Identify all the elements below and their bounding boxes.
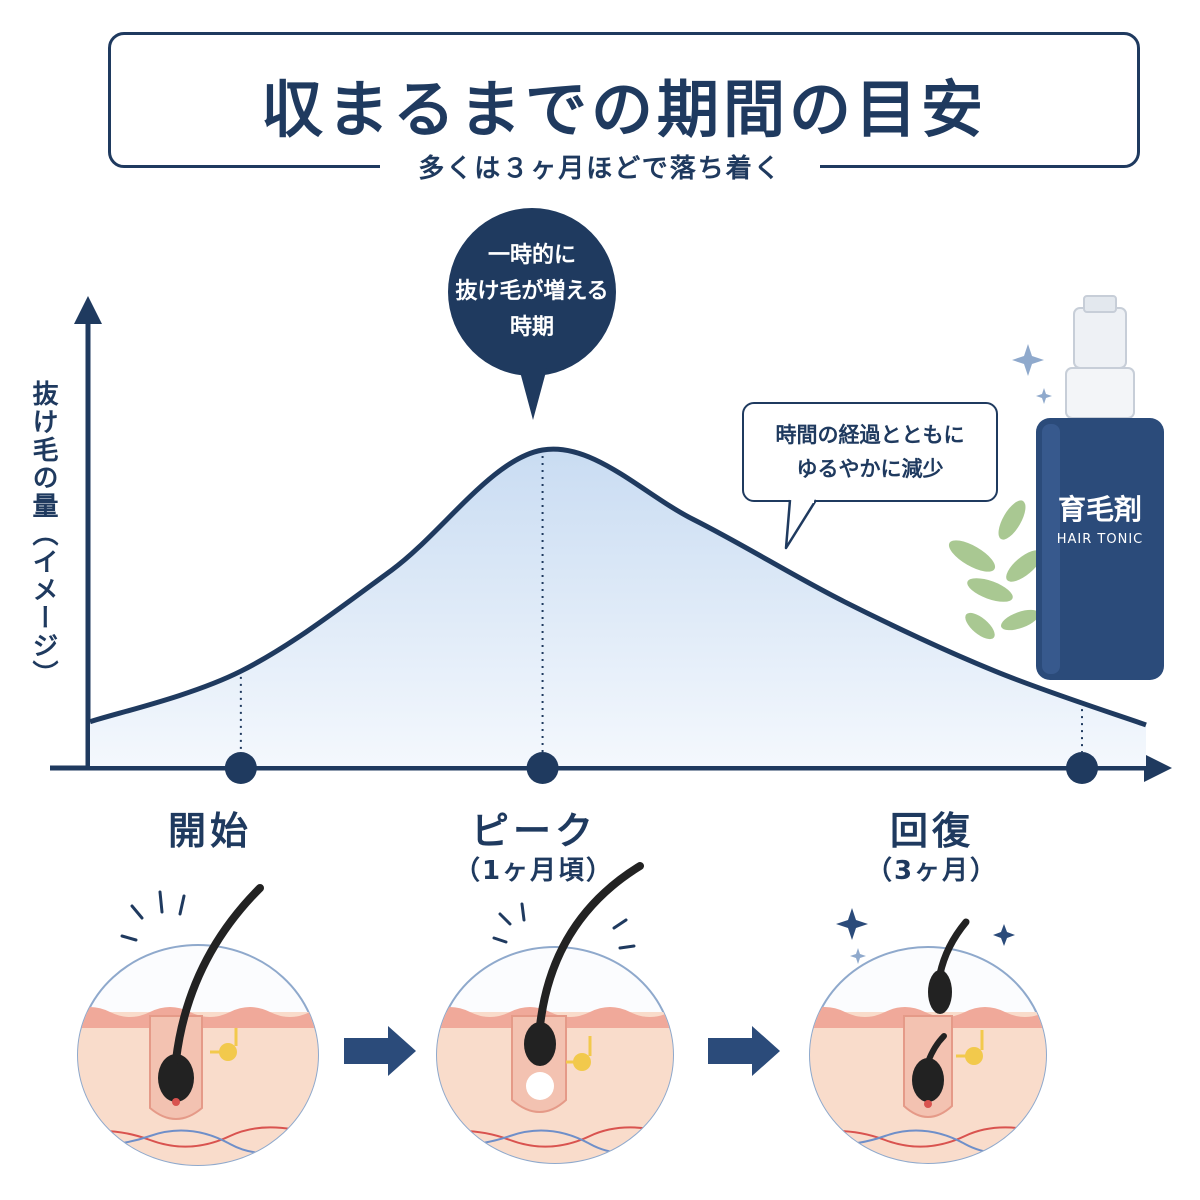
decline-annotation-bubble: 時間の経過とともに ゆるやかに減少	[742, 402, 998, 502]
decline-annotation-line: ゆるやかに減少	[796, 457, 944, 481]
peak-annotation-bubble: 一時的に 抜け毛が増える 時期	[448, 208, 616, 376]
milestone-label-recovery: 回復	[889, 809, 974, 853]
page-subtitle: 多くは３ヶ月ほどで落ち着く	[380, 146, 820, 192]
milestone-marker	[1066, 752, 1098, 784]
product-name: 育毛剤	[1057, 493, 1142, 526]
milestone-marker	[526, 752, 559, 784]
milestone-label-peak: ピーク	[470, 809, 597, 853]
decline-annotation-line: 時間の経過とともに	[775, 423, 965, 447]
milestone-label-start: 開始	[167, 809, 252, 853]
peak-annotation-line: 時期	[509, 315, 554, 340]
milestone-marker	[224, 752, 257, 784]
peak-bubble-tail	[519, 368, 547, 420]
y-axis-arrow	[74, 296, 102, 324]
milestone-sublabel-recovery: （3ヶ月）	[865, 856, 999, 886]
page-title: 収まるまでの期間の目安	[260, 73, 987, 146]
peak-annotation-line: 一時的に	[487, 243, 576, 268]
x-axis-arrow	[1144, 754, 1172, 782]
milestone-sublabel-peak: （1ヶ月頃）	[453, 856, 615, 886]
y-axis-label: 抜け毛の量（イメージ）	[28, 380, 58, 688]
product-subname: HAIR TONIC	[1056, 532, 1144, 547]
peak-annotation-line: 抜け毛が増える	[455, 279, 609, 304]
chart-series-line	[89, 446, 1147, 728]
chart-area-fill	[90, 449, 1146, 766]
